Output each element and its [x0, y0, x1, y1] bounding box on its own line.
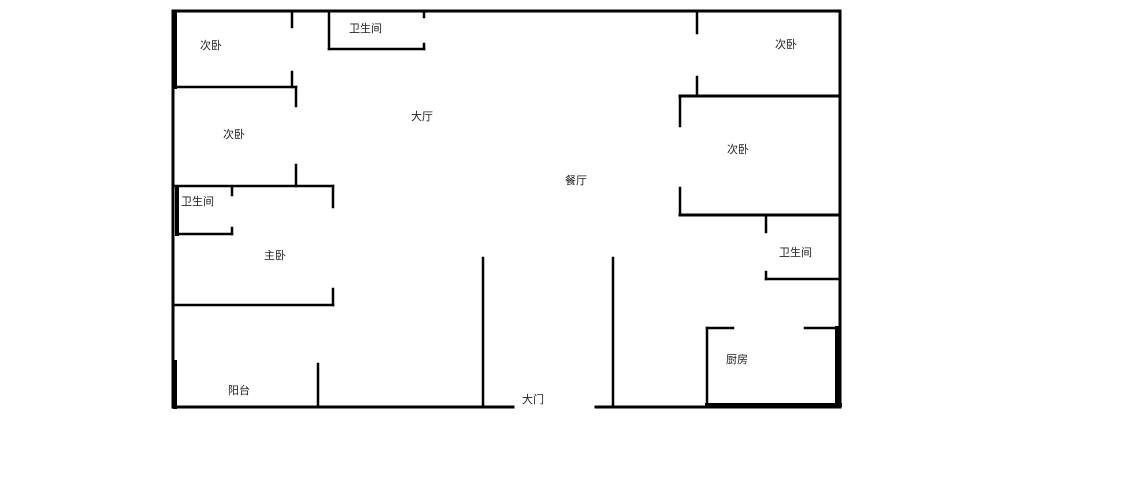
room-label-entrance: 大门: [522, 392, 544, 406]
room-label-bathroom-right: 卫生间: [779, 245, 812, 259]
outer-walls: [171, 9, 842, 409]
room-label-living-room: 大厅: [411, 109, 433, 123]
room-label-bedroom-top-right: 次卧: [775, 37, 797, 51]
room-label-bathroom-top: 卫生间: [349, 21, 382, 35]
room-label-bedroom-mid-right: 次卧: [727, 142, 749, 156]
room-label-bedroom-top-left: 次卧: [200, 38, 222, 52]
room-label-master-bedroom: 主卧: [264, 249, 286, 262]
room-label-kitchen: 厨房: [726, 353, 748, 366]
interior-walls: [171, 9, 842, 409]
room-label-bathroom-left: 卫生间: [181, 194, 214, 208]
room-label-dining-room: 餐厅: [565, 173, 587, 187]
room-label-balcony: 阳台: [228, 383, 250, 397]
room-label-bedroom-mid-left: 次卧: [223, 127, 245, 141]
